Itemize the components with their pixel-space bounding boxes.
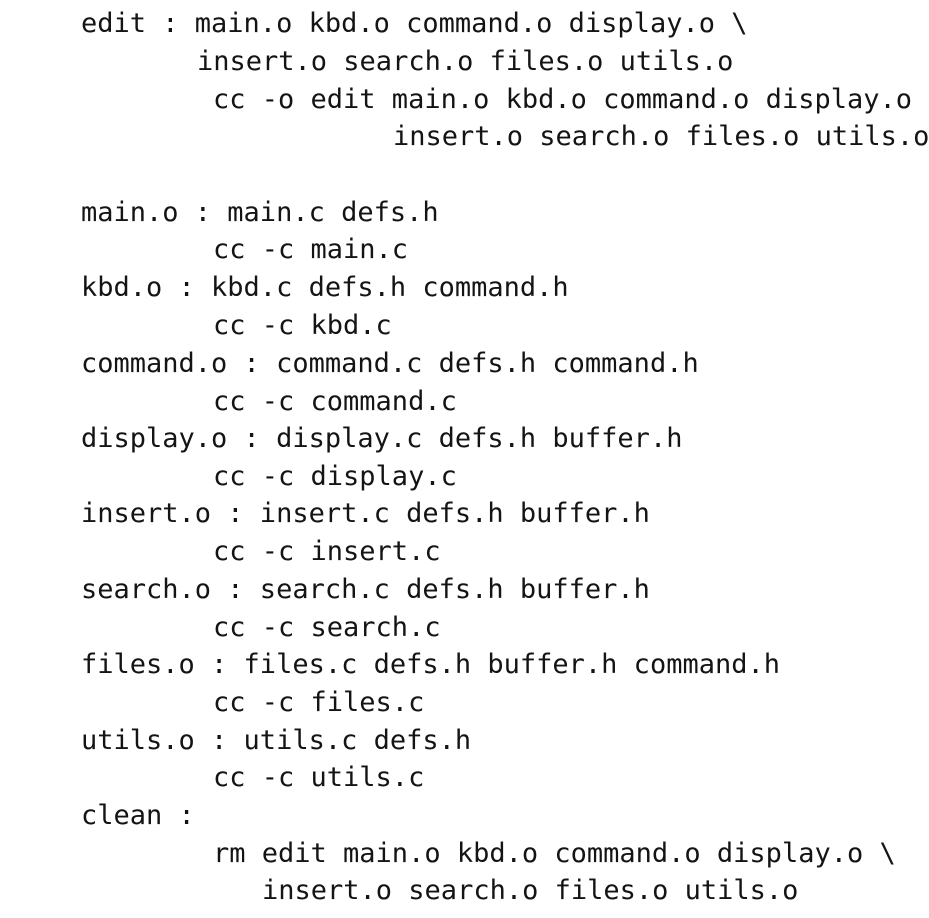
code-line: files.o : files.c defs.h buffer.h comman… — [81, 649, 780, 680]
code-line: cc -o edit main.o kbd.o command.o displa… — [213, 84, 929, 115]
code-line: insert.o search.o files.o utils.o — [262, 875, 799, 906]
code-line: cc -c insert.c — [213, 536, 441, 567]
code-line: edit : main.o kbd.o command.o display.o … — [81, 8, 748, 39]
code-line: cc -c command.c — [213, 386, 457, 417]
code-line: clean : — [81, 800, 195, 831]
code-line: cc -c files.c — [213, 687, 425, 718]
code-line: insert.o search.o files.o utils.o — [197, 46, 734, 77]
code-line: rm edit main.o kbd.o command.o display.o… — [213, 838, 896, 869]
code-line: kbd.o : kbd.c defs.h command.h — [81, 272, 569, 303]
code-line: command.o : command.c defs.h command.h — [81, 348, 699, 379]
code-line: insert.o search.o files.o utils.o — [393, 121, 929, 152]
code-line: cc -c main.c — [213, 234, 409, 265]
code-line: main.o : main.c defs.h — [81, 197, 439, 228]
code-line: search.o : search.c defs.h buffer.h — [81, 574, 650, 605]
code-line: cc -c display.c — [213, 461, 457, 492]
code-line: cc -c utils.c — [213, 762, 425, 793]
code-line: utils.o : utils.c defs.h — [81, 725, 472, 756]
code-line: insert.o : insert.c defs.h buffer.h — [81, 498, 650, 529]
code-line: cc -c search.c — [213, 612, 441, 643]
code-line: cc -c kbd.c — [213, 310, 392, 341]
code-line: display.o : display.c defs.h buffer.h — [81, 423, 683, 454]
